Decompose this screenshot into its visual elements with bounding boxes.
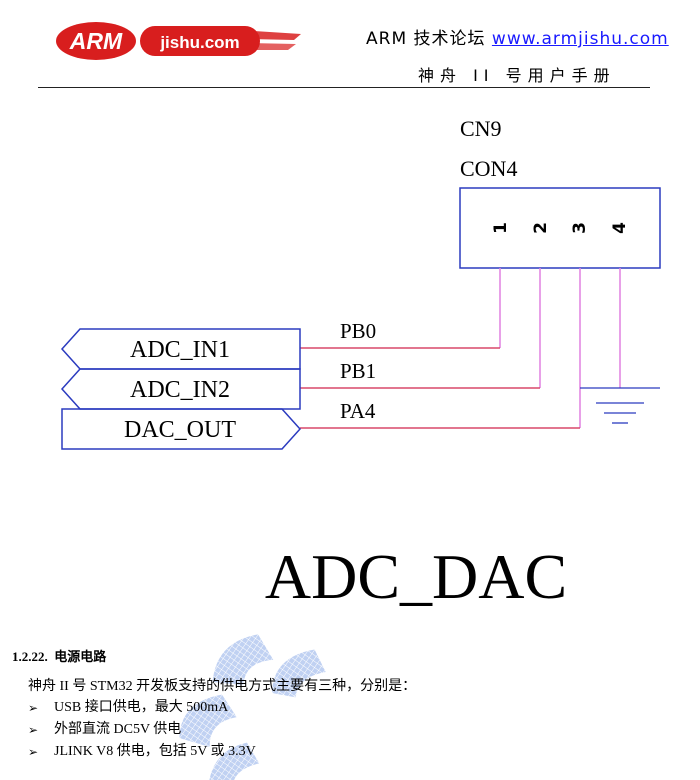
connector-body: [459, 187, 661, 269]
svg-text:jishu.com: jishu.com: [159, 33, 239, 52]
arrow-bullet-icon: ➢: [28, 745, 39, 759]
pin-label: 4: [610, 222, 630, 234]
port-shape: [61, 408, 302, 450]
schematic-title: ADC_DAC: [265, 541, 567, 612]
section-title: 电源电路: [54, 649, 107, 664]
forum-name: ARM 技术论坛: [366, 29, 486, 49]
section-heading: 1.2.22. 电源电路: [12, 646, 106, 665]
intro-paragraph: 神舟 II 号 STM32 开发板支持的供电方式主要有三种，分别是：: [28, 679, 417, 694]
pin-label: 1: [491, 222, 511, 234]
port-label: ADC_IN1: [130, 337, 230, 363]
port-label: DAC_OUT: [124, 417, 236, 443]
port-shape: [60, 368, 301, 410]
pin-label: 3: [570, 222, 590, 234]
connector-value: CON4: [460, 156, 517, 181]
port-shape: [60, 328, 301, 370]
arrow-bullet-icon: ➢: [28, 723, 39, 737]
port-label: ADC_IN2: [130, 377, 230, 403]
adc-dac-schematic: CN9 CON4 1 2 3 4 PB0 PB1 PA4 ADC_: [60, 116, 661, 612]
section-number: 1.2.22.: [12, 649, 48, 664]
forum-link[interactable]: www.armjishu.com: [491, 29, 669, 49]
ground-icon: [580, 387, 660, 424]
net-label: PA4: [340, 399, 376, 423]
svg-text:ARM: ARM: [69, 28, 123, 54]
connector-ref: CN9: [460, 116, 502, 141]
manual-title: 神舟 II 号用户手册: [418, 66, 616, 85]
armjishu-logo: ARM jishu.com: [56, 22, 301, 60]
net-label: PB1: [340, 359, 376, 383]
list-item: ➢外部直流 DC5V 供电: [28, 719, 256, 741]
pin-label: 2: [531, 222, 551, 234]
header-title: ARM 技术论坛 www.armjishu.com: [366, 24, 669, 49]
power-options-list: ➢USB 接口供电，最大 500mA ➢外部直流 DC5V 供电 ➢JLINK …: [28, 697, 256, 763]
arrow-bullet-icon: ➢: [28, 701, 39, 715]
net-label: PB0: [340, 319, 376, 343]
header-divider: [38, 87, 650, 88]
list-item: ➢JLINK V8 供电，包括 5V 或 3.3V: [28, 741, 256, 763]
list-item: ➢USB 接口供电，最大 500mA: [28, 697, 256, 719]
